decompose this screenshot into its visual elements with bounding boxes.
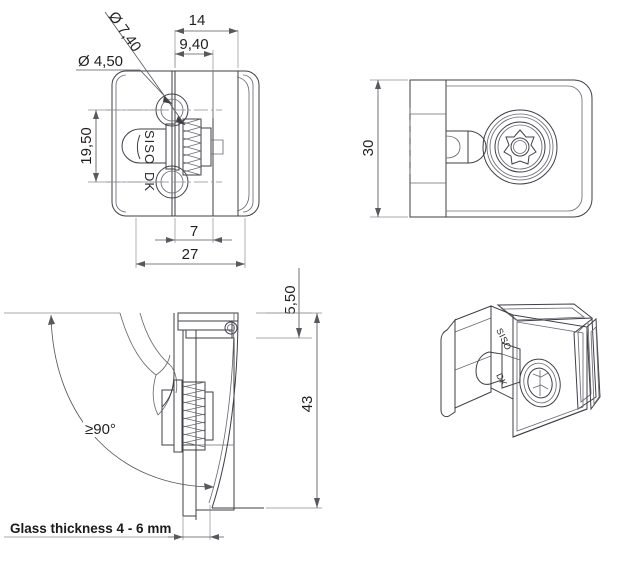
- dimension-dia-4-50-label: Ø 4,50: [78, 53, 123, 70]
- dimension-27-label: 27: [182, 246, 199, 263]
- dimension-14-label: 14: [189, 12, 206, 29]
- isometric-left-block: [440, 305, 492, 418]
- side-view: 30: [360, 79, 593, 218]
- dimension-9-40-label: 9,40: [179, 36, 208, 53]
- isometric-view: SISO DK: [440, 303, 601, 438]
- dimension-19-50-label: 19,50: [78, 127, 95, 165]
- dimension-43: 43: [266, 312, 322, 509]
- brand-marking-siso: SISO: [142, 130, 157, 165]
- dimension-14: 14: [174, 12, 239, 68]
- dimension-30-label: 30: [360, 140, 377, 157]
- section-view: ≥90° 5,50 43 Glass thicknes: [4, 268, 322, 540]
- front-view-holes: [106, 93, 222, 199]
- dimension-angle-90-label: ≥90°: [85, 421, 116, 438]
- isometric-front-plate: [512, 314, 588, 438]
- dimension-5-50: 5,50: [256, 268, 312, 339]
- dimension-7: 7: [155, 218, 232, 243]
- dimension-27: 27: [135, 218, 246, 268]
- dimension-30: 30: [360, 79, 408, 218]
- dimension-dia-7-40-label: Ø 7,40: [105, 9, 145, 56]
- side-view-lock-cylinder: [482, 109, 558, 185]
- section-view-leaf: [119, 312, 178, 416]
- front-view-thread: [182, 118, 224, 176]
- dimension-5-50-label: 5,50: [282, 285, 299, 314]
- isometric-lock-cylinder: [519, 358, 561, 408]
- front-view-body: [111, 70, 260, 217]
- front-view: SISO DK Ø 7,40 Ø 4,50 14: [76, 9, 260, 268]
- dimension-19-50: 19,50: [78, 109, 168, 183]
- brand-marking-siso-3d: SISO: [494, 326, 513, 352]
- isometric-right-wing: [586, 317, 601, 411]
- dimension-9-40: 9,40: [174, 36, 214, 118]
- dimension-7-label: 7: [190, 223, 198, 240]
- glass-thickness-note: Glass thickness 4 - 6 mm: [10, 521, 171, 536]
- section-view-bracket: [177, 312, 264, 520]
- dimension-dia-4-50: Ø 4,50: [76, 53, 173, 105]
- dimension-43-label: 43: [299, 396, 316, 413]
- side-view-body: [409, 79, 593, 218]
- dimension-angle-90: ≥90°: [48, 314, 215, 490]
- section-view-thread: [161, 379, 214, 453]
- glass-thickness-arrows: [168, 505, 224, 540]
